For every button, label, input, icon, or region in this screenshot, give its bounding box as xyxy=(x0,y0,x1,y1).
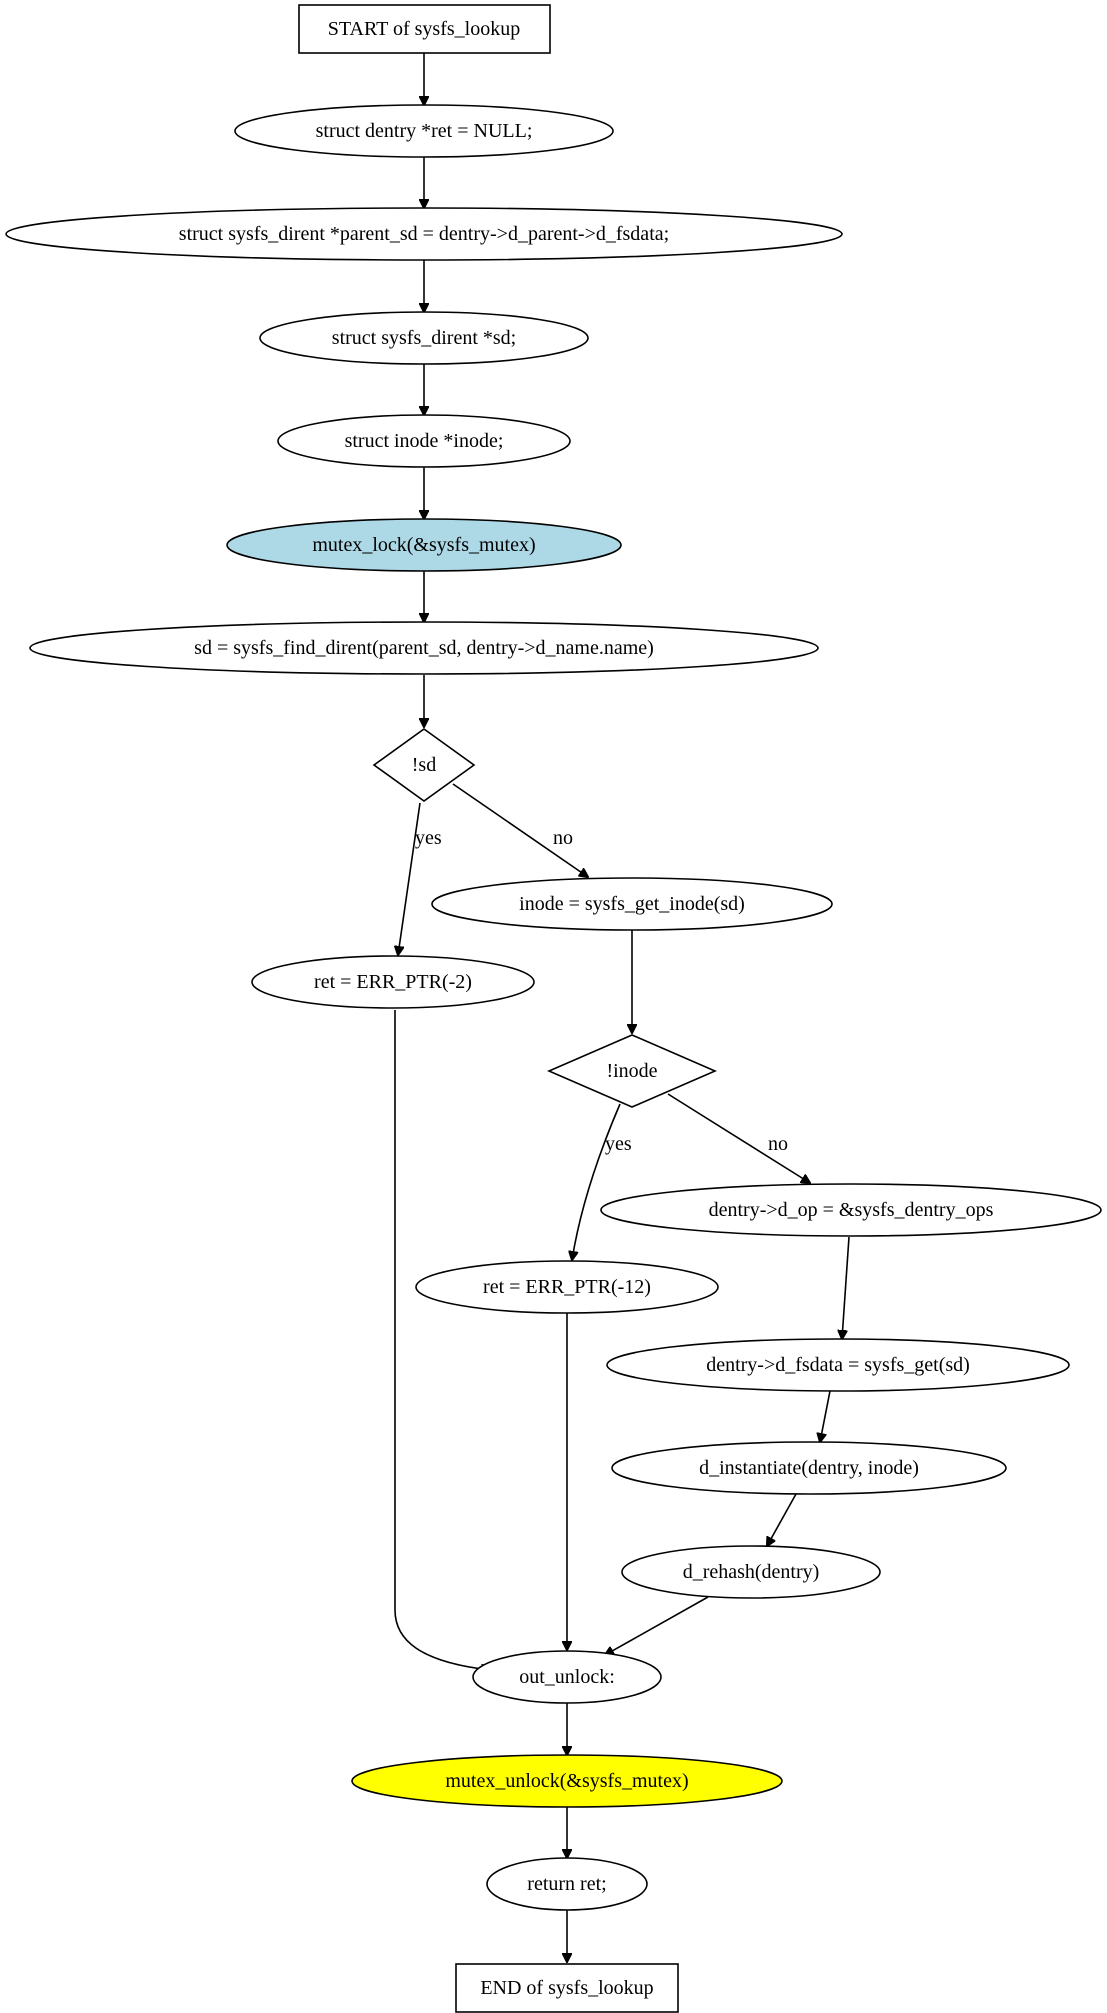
node-d-fsdata: dentry->d_fsdata = sysfs_get(sd) xyxy=(606,1338,1070,1392)
svg-text:struct sysfs_dirent *sd;: struct sysfs_dirent *sd; xyxy=(332,327,516,349)
node-parent-sd: struct sysfs_dirent *parent_sd = dentry-… xyxy=(5,207,843,261)
edge-d-fsdata-to-d-instantiate xyxy=(820,1390,831,1442)
node-start: START of sysfs_lookup xyxy=(298,4,551,54)
edge-label-inode-no: no xyxy=(768,1133,788,1155)
svg-text:inode = sysfs_get_inode(sd): inode = sysfs_get_inode(sd) xyxy=(519,893,745,915)
edge-d-instantiate-to-d-rehash xyxy=(767,1493,797,1546)
svg-text:d_instantiate(dentry, inode): d_instantiate(dentry, inode) xyxy=(699,1457,919,1479)
node-find-dirent: sd = sysfs_find_dirent(parent_sd, dentry… xyxy=(29,621,819,675)
svg-text:END of sysfs_lookup: END of sysfs_lookup xyxy=(480,1977,653,1999)
svg-text:mutex_lock(&sysfs_mutex): mutex_lock(&sysfs_mutex) xyxy=(312,534,535,556)
node-mutex-lock: mutex_lock(&sysfs_mutex) xyxy=(226,518,622,572)
node-d-op: dentry->d_op = &sysfs_dentry_ops xyxy=(600,1183,1102,1237)
svg-text:mutex_unlock(&sysfs_mutex): mutex_unlock(&sysfs_mutex) xyxy=(445,1770,688,1792)
node-d-instantiate: d_instantiate(dentry, inode) xyxy=(611,1441,1007,1495)
svg-text:struct inode *inode;: struct inode *inode; xyxy=(345,430,504,452)
edge-label-sd-yes: yes xyxy=(415,827,442,849)
svg-text:struct sysfs_dirent *parent_sd: struct sysfs_dirent *parent_sd = dentry-… xyxy=(179,223,669,245)
node-ret-err12: ret = ERR_PTR(-12) xyxy=(415,1260,719,1314)
edge-label-inode-yes: yes xyxy=(605,1133,632,1155)
edge-cond-inode-no xyxy=(667,1093,810,1183)
node-end: END of sysfs_lookup xyxy=(455,1963,679,2013)
svg-text:sd = sysfs_find_dirent(parent_: sd = sysfs_find_dirent(parent_sd, dentry… xyxy=(194,637,654,659)
edge-cond-inode-yes xyxy=(572,1103,621,1260)
svg-text:d_rehash(dentry): d_rehash(dentry) xyxy=(683,1561,820,1583)
svg-text:START of sysfs_lookup: START of sysfs_lookup xyxy=(328,18,520,40)
edge-d-rehash-to-out-unlock xyxy=(605,1596,709,1655)
edge-d-op-to-d-fsdata xyxy=(842,1236,850,1339)
node-get-inode: inode = sysfs_get_inode(sd) xyxy=(431,877,833,931)
node-cond-sd: !sd xyxy=(372,728,476,802)
node-return-ret: return ret; xyxy=(486,1857,648,1911)
node-mutex-unlock: mutex_unlock(&sysfs_mutex) xyxy=(351,1754,783,1808)
edge-ret-err2-to-out-unlock xyxy=(394,1010,490,1670)
node-d-rehash: d_rehash(dentry) xyxy=(621,1545,881,1599)
svg-text:out_unlock:: out_unlock: xyxy=(519,1666,615,1688)
node-ret-init: struct dentry *ret = NULL; xyxy=(234,104,614,158)
node-sd-decl: struct sysfs_dirent *sd; xyxy=(259,311,589,365)
edge-cond-sd-no xyxy=(452,783,588,877)
node-ret-err2: ret = ERR_PTR(-2) xyxy=(251,955,535,1009)
edges: yes no yes no xyxy=(394,53,850,1962)
svg-text:ret = ERR_PTR(-2): ret = ERR_PTR(-2) xyxy=(314,971,472,993)
node-inode-decl: struct inode *inode; xyxy=(277,414,571,468)
svg-text:ret = ERR_PTR(-12): ret = ERR_PTR(-12) xyxy=(483,1276,651,1298)
svg-text:!sd: !sd xyxy=(412,754,436,776)
node-out-unlock: out_unlock: xyxy=(472,1650,662,1704)
node-cond-inode: !inode xyxy=(546,1034,718,1108)
svg-text:return ret;: return ret; xyxy=(527,1873,606,1895)
edge-cond-sd-yes xyxy=(398,802,421,955)
svg-text:dentry->d_fsdata = sysfs_get(s: dentry->d_fsdata = sysfs_get(sd) xyxy=(706,1354,970,1376)
nodes: START of sysfs_lookup struct dentry *ret… xyxy=(5,4,1102,2013)
svg-text:!inode: !inode xyxy=(606,1060,657,1082)
edge-label-sd-no: no xyxy=(553,827,573,849)
svg-text:dentry->d_op = &sysfs_dentry_o: dentry->d_op = &sysfs_dentry_ops xyxy=(709,1199,994,1221)
svg-text:struct dentry *ret = NULL;: struct dentry *ret = NULL; xyxy=(316,120,533,142)
